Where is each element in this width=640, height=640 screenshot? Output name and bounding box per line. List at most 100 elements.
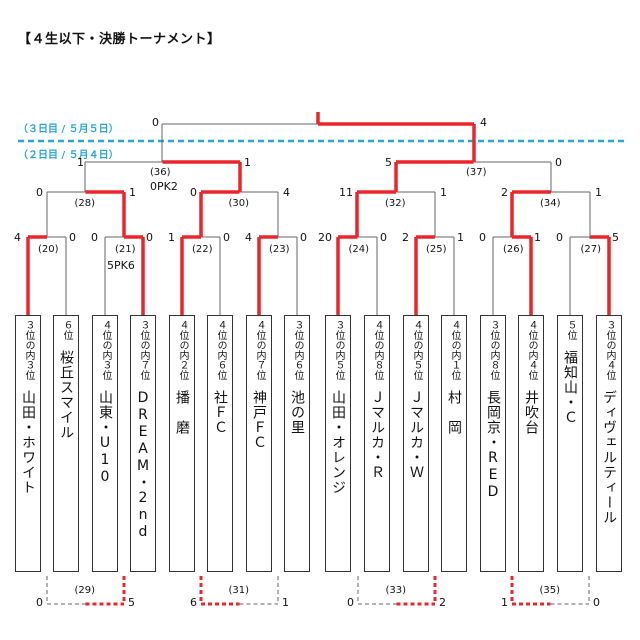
match-number: (29)	[74, 585, 96, 596]
team-name: 長岡京・RED	[485, 390, 501, 501]
team-name: 山田・ホワイト	[20, 390, 36, 495]
team-box: ４位の内７位神戸ＦＣ	[246, 315, 272, 572]
score-left: 0	[36, 596, 43, 609]
team-name: 山東・U10	[97, 390, 113, 486]
score-left: 0	[190, 186, 197, 199]
score-left: 20	[318, 231, 332, 244]
team-box: ３位の内６位池の里	[284, 315, 310, 572]
pk-note-21: 5PK6	[107, 259, 135, 272]
page-title: 【４生以下・決勝トーナメント】	[18, 32, 221, 47]
team-box: ４位の内１位村 岡	[441, 315, 467, 572]
team-name: Ｊマルカ・Ｗ	[408, 390, 424, 480]
score-left: 4	[245, 231, 252, 244]
team-name: 社ＦＣ	[212, 390, 228, 435]
match-number: (25)	[426, 244, 447, 255]
score-right: 0	[380, 231, 387, 244]
match-number: (22)	[192, 244, 213, 255]
match-number: (28)	[74, 198, 96, 209]
team-box: ３位の内８位長岡京・RED	[480, 315, 506, 572]
team-box: ５位福知山・Ｃ	[557, 315, 583, 572]
match-number: (36)	[150, 167, 171, 178]
team-box: ４位の内４位井吹台	[518, 315, 544, 572]
match-number: (35)	[539, 585, 561, 596]
score-left: 1	[168, 231, 175, 244]
match-number: (24)	[348, 244, 370, 255]
team-name: 村 岡	[446, 390, 462, 435]
match-number: (32)	[385, 198, 406, 209]
team-seed: ３位の内８位	[488, 320, 499, 380]
score-left: 5	[385, 156, 392, 169]
score-left: 11	[339, 186, 353, 199]
score-right: 5	[612, 231, 619, 244]
team-seed: ３位の内３位	[23, 320, 34, 380]
team-box: ３位の内３位山田・ホワイト	[15, 315, 41, 572]
team-name: 福知山・Ｃ	[562, 350, 578, 425]
day-label-2: （２日目 / ５月４日）	[18, 150, 119, 161]
team-box: ３位の内５位山田・オレンジ	[325, 315, 351, 572]
team-seed: ５位	[565, 320, 576, 340]
match-number: (23)	[269, 244, 290, 255]
score-right: 1	[129, 186, 136, 199]
score-left: 0	[347, 596, 354, 609]
team-box: ６位桜丘スマイル	[53, 315, 79, 572]
team-seed: ４位の内８位	[372, 320, 383, 380]
score-right: 0	[223, 231, 230, 244]
score-right: 0	[146, 231, 153, 244]
match-number: (27)	[580, 244, 602, 255]
match-number: (37)	[466, 167, 487, 178]
score-right: 1	[595, 186, 602, 199]
team-seed: ３位の内４位	[604, 320, 615, 380]
score-right: 1	[534, 231, 541, 244]
team-seed: ４位の内３位	[100, 320, 111, 380]
team-name: 山田・オレンジ	[330, 390, 346, 495]
match-number: (31)	[228, 585, 250, 596]
score-left: 1	[501, 596, 508, 609]
score-right: 1	[282, 596, 289, 609]
team-name: ディヴェルティール	[601, 390, 617, 525]
match-number: (20)	[38, 244, 59, 255]
team-seed: ３位の内５位	[333, 320, 344, 380]
final-score-right: 4	[480, 116, 487, 129]
match-number: (34)	[540, 198, 561, 209]
score-right: 5	[128, 596, 135, 609]
score-left: 0	[91, 231, 98, 244]
score-right: 1	[440, 186, 447, 199]
score-left: 4	[14, 231, 21, 244]
pk-note-36: 0PK2	[150, 180, 178, 193]
team-name: DREAM・2nd	[135, 390, 151, 541]
score-right: 1	[457, 231, 464, 244]
score-left: 0	[36, 186, 43, 199]
team-seed: ４位の内１位	[449, 320, 460, 380]
team-seed: ３位の内７位	[138, 320, 149, 380]
score-left: 0	[479, 231, 486, 244]
team-box: ３位の内４位ディヴェルティール	[596, 315, 622, 572]
team-seed: ４位の内２位	[177, 320, 188, 380]
team-seed: ４位の内７位	[254, 320, 265, 380]
match-number: (30)	[228, 198, 250, 209]
score-left: 2	[402, 231, 409, 244]
team-name: 桜丘スマイル	[58, 350, 74, 440]
score-left: 6	[190, 596, 197, 609]
score-right: 0	[555, 156, 562, 169]
score-left: 1	[77, 156, 84, 169]
team-name: 播 磨	[174, 390, 190, 435]
day-label-3: （３日目 / ５月５日）	[18, 124, 119, 135]
match-number: (26)	[503, 244, 524, 255]
score-right: 4	[283, 186, 290, 199]
team-box: ４位の内６位社ＦＣ	[207, 315, 233, 572]
score-right: 0	[69, 231, 76, 244]
team-box: ４位の内３位山東・U10	[92, 315, 118, 572]
match-number: (33)	[385, 585, 407, 596]
team-name: 池の里	[289, 390, 305, 435]
team-seed: ４位の内６位	[215, 320, 226, 380]
team-seed: ３位の内６位	[292, 320, 303, 380]
team-name: Ｊマルカ・Ｒ	[369, 390, 385, 480]
team-box: ４位の内８位 Ｊマルカ・Ｒ	[364, 315, 390, 572]
team-box: ４位の内２位播 磨	[169, 315, 195, 572]
score-right: 2	[439, 596, 446, 609]
final-score-left: 0	[152, 116, 159, 129]
team-name: 井吹台	[523, 390, 539, 435]
team-name: 神戸ＦＣ	[251, 390, 267, 450]
team-box: ３位の内７位 DREAM・2nd	[130, 315, 156, 572]
